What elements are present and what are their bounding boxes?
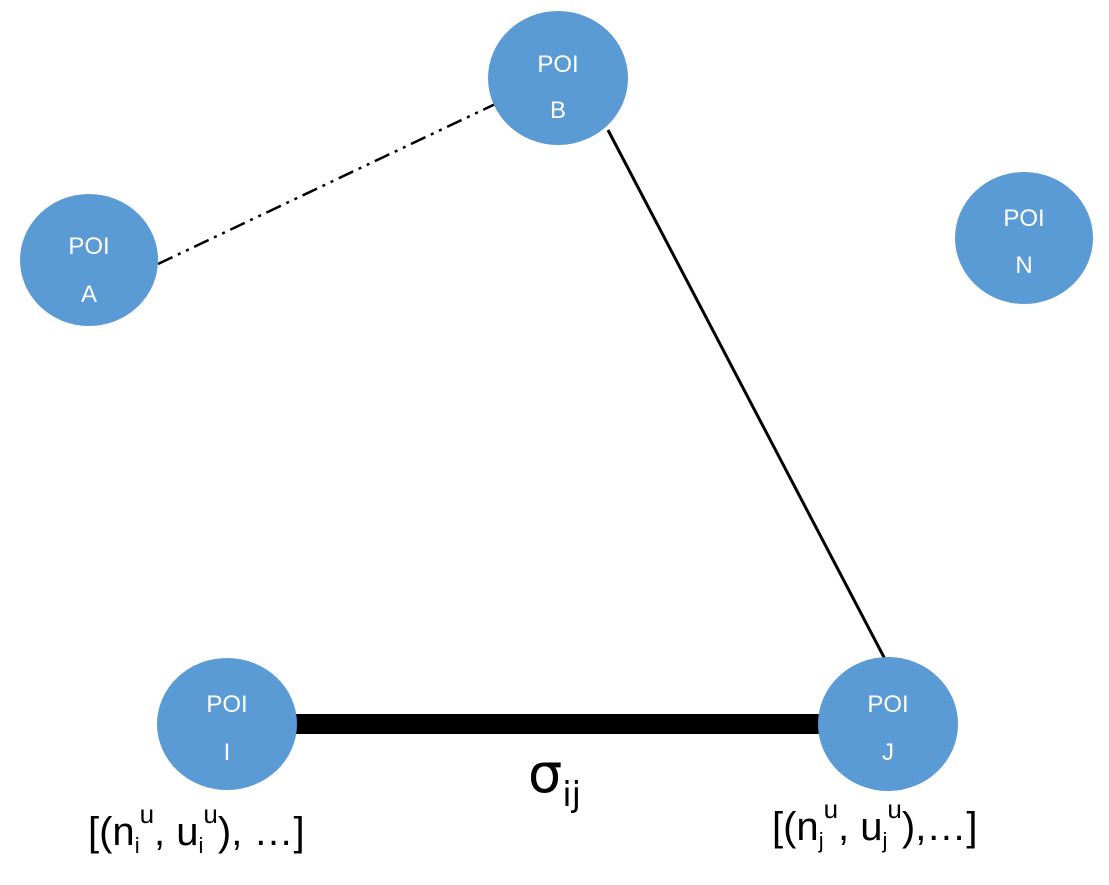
node-n-label-line2: N (1015, 252, 1032, 279)
tuple-j-close: ),…] (902, 805, 978, 849)
sigma-subscript: ij (562, 775, 581, 815)
node-b-label-line1: POI (537, 51, 578, 78)
tuple-i-open: [(n (88, 810, 135, 854)
tuple-j-open: [(n (772, 805, 819, 849)
node-b-label-line2: B (550, 97, 566, 124)
node-i-label-line1: POI (206, 691, 247, 718)
node-poi-b: POI B (488, 11, 628, 145)
tuple-i-sup2: u (203, 799, 217, 829)
tuple-i-sub1: i (135, 833, 140, 858)
node-a-label-line2: A (81, 281, 97, 308)
edge-a-b (157, 96, 509, 266)
node-b-shape (488, 11, 628, 145)
sigma-symbol: σ (528, 742, 562, 805)
tuple-j-sup1: u (824, 794, 838, 824)
edge-b-j (606, 129, 889, 664)
tuple-list-i: [(niu, uiu), …] (88, 799, 305, 858)
node-poi-a: POI A (20, 194, 158, 326)
node-j-shape (818, 657, 958, 791)
node-j-label-line1: POI (867, 691, 908, 718)
node-poi-j: POI J (818, 657, 958, 791)
node-a-shape (20, 194, 158, 326)
tuple-j-sub1: j (818, 828, 824, 853)
tuple-j-sub2: j (882, 828, 888, 853)
tuple-i-sup1: u (140, 799, 154, 829)
tuple-i-mid: , u (154, 810, 198, 854)
node-a-label-line1: POI (68, 233, 109, 260)
node-i-shape (157, 658, 297, 790)
tuple-j-sup2: u (887, 794, 901, 824)
node-n-shape (955, 172, 1093, 304)
edge-label-sigma: σij (528, 742, 581, 815)
node-j-label-line2: J (882, 739, 894, 766)
node-poi-i: POI I (157, 658, 297, 790)
node-poi-n: POI N (955, 172, 1093, 304)
tuple-i-close: ), …] (218, 810, 305, 854)
tuple-list-j: [(nju, uju),…] (772, 794, 977, 853)
tuple-i-sub2: i (199, 833, 204, 858)
node-i-label-line2: I (224, 739, 231, 766)
node-n-label-line1: POI (1003, 205, 1044, 232)
tuple-j-mid: , u (838, 805, 882, 849)
